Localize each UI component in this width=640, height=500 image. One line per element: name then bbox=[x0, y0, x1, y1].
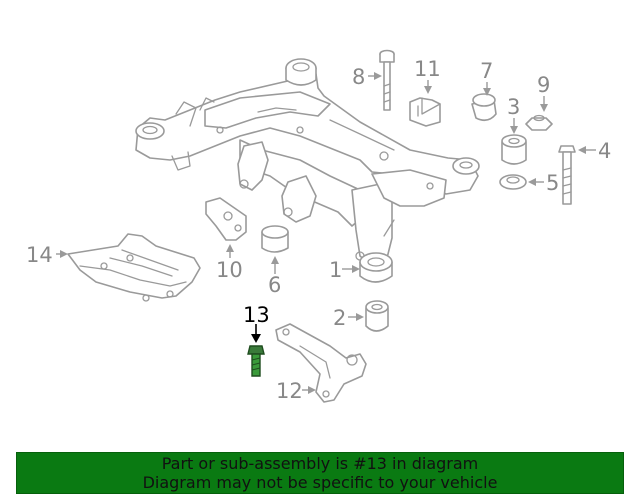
callout-7[interactable]: 7 bbox=[480, 59, 493, 83]
callout-9[interactable]: 9 bbox=[537, 73, 550, 97]
banner-line-2: Diagram may not be specific to your vehi… bbox=[142, 473, 498, 492]
part-11-mount bbox=[409, 97, 441, 127]
callout-1[interactable]: 1 bbox=[329, 258, 342, 282]
parts-diagram: 1 2 3 4 5 6 7 8 9 10 11 12 13 14 bbox=[26, 49, 611, 403]
part-2-bushing bbox=[365, 300, 389, 332]
callout-11[interactable]: 11 bbox=[414, 57, 441, 81]
part-9-nut bbox=[525, 114, 553, 131]
callout-3[interactable]: 3 bbox=[507, 95, 520, 119]
callout-8[interactable]: 8 bbox=[352, 65, 365, 89]
part-info-banner: Part or sub-assembly is #13 in diagram D… bbox=[16, 452, 624, 494]
part-5-washer bbox=[499, 174, 527, 190]
part-10-bracket bbox=[205, 197, 247, 241]
part-3-bushing bbox=[501, 134, 527, 165]
part-7-bushing bbox=[471, 93, 497, 122]
part-13-bolt bbox=[247, 345, 265, 377]
callout-12[interactable]: 12 bbox=[276, 379, 303, 403]
callout-13[interactable]: 13 bbox=[243, 303, 270, 327]
banner-line-1: Part or sub-assembly is #13 in diagram bbox=[161, 454, 479, 473]
part-12-bracket bbox=[275, 323, 367, 403]
part-4-bolt bbox=[558, 145, 576, 205]
callout-labels: 1 2 3 4 5 6 7 8 9 10 11 12 13 14 bbox=[26, 57, 611, 403]
callout-6[interactable]: 6 bbox=[268, 273, 281, 297]
callout-2[interactable]: 2 bbox=[333, 306, 346, 330]
part-1-bushing bbox=[359, 252, 393, 283]
callout-5[interactable]: 5 bbox=[546, 171, 559, 195]
part-8-bolt bbox=[379, 49, 395, 111]
part-6-bushing bbox=[261, 225, 289, 253]
callout-14[interactable]: 14 bbox=[26, 243, 53, 267]
callout-4[interactable]: 4 bbox=[598, 139, 611, 163]
subframe bbox=[135, 58, 480, 267]
part-14-shield bbox=[67, 233, 201, 302]
callout-10[interactable]: 10 bbox=[216, 258, 243, 282]
leader-lines bbox=[56, 72, 596, 394]
